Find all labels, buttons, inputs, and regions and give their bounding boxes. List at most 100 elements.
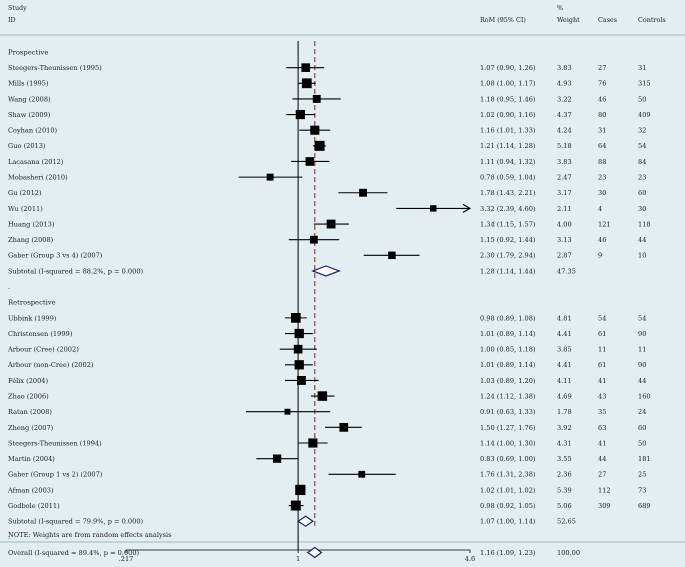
cases-column-label: Cases bbox=[598, 16, 617, 24]
point-estimate-marker bbox=[339, 423, 349, 432]
controls-value: 10 bbox=[638, 252, 646, 260]
x-tick-label: .217 bbox=[119, 555, 134, 563]
controls-value: 84 bbox=[638, 158, 646, 166]
controls-value: 11 bbox=[638, 346, 646, 354]
point-estimate-marker bbox=[326, 219, 336, 229]
ci-value: 0.83 (0.69, 1.00) bbox=[480, 455, 536, 463]
weights-note: NOTE: Weights are from random effects an… bbox=[8, 531, 172, 539]
point-estimate-marker bbox=[309, 235, 318, 244]
ci-value: 1.21 (1.14, 1.28) bbox=[480, 142, 536, 150]
point-estimate-marker bbox=[293, 344, 303, 354]
point-estimate-marker bbox=[317, 391, 328, 401]
controls-column-label: Controls bbox=[638, 16, 666, 24]
weight-value: 3.17 bbox=[557, 189, 572, 197]
x-tick-label: 1 bbox=[296, 555, 300, 563]
controls-value: 50 bbox=[638, 95, 646, 103]
group-label: Retrospective bbox=[8, 299, 56, 307]
ci-arrow bbox=[462, 203, 472, 213]
cases-value: 27 bbox=[598, 471, 606, 479]
ci-value: 1.16 (1.09, 1.23) bbox=[480, 549, 536, 557]
forest-row-study: Arbour (non-Cree) (2002) 1.01 (0.89, 1.14… bbox=[7, 360, 646, 370]
weight-value: 47.35 bbox=[557, 267, 576, 275]
controls-value: 409 bbox=[638, 111, 651, 119]
controls-value: 24 bbox=[638, 408, 646, 416]
weight-value: 3.13 bbox=[557, 236, 572, 244]
controls-value: 25 bbox=[638, 471, 646, 479]
weight-value: 52.65 bbox=[557, 518, 576, 526]
ci-value: 1.07 (0.90, 1.26) bbox=[480, 64, 536, 72]
weight-value: 2.87 bbox=[557, 252, 572, 260]
cases-value: 46 bbox=[598, 236, 606, 244]
weight-column-label-top: % bbox=[557, 4, 563, 12]
weight-value: 100.00 bbox=[557, 549, 580, 557]
weight-value: 3.55 bbox=[557, 455, 572, 463]
weight-value: 2.36 bbox=[557, 471, 572, 479]
controls-value: 44 bbox=[638, 236, 646, 244]
cases-value: 54 bbox=[598, 314, 606, 322]
weight-value: 4.41 bbox=[557, 361, 572, 369]
ci-value: 1.78 (1.43, 2.21) bbox=[480, 189, 536, 197]
weight-value: 3.22 bbox=[557, 95, 572, 103]
controls-value: 23 bbox=[638, 174, 646, 182]
controls-value: 44 bbox=[638, 377, 646, 385]
weight-value: 5.18 bbox=[557, 142, 572, 150]
study-label: Lacasana (2012) bbox=[8, 158, 64, 166]
ci-value: 1.14 (1.00, 1.30) bbox=[480, 439, 536, 447]
point-estimate-marker bbox=[308, 438, 318, 448]
cases-value: 309 bbox=[598, 502, 611, 510]
cases-value: 63 bbox=[598, 424, 606, 432]
ci-value: 2.30 (1.79, 2.94) bbox=[480, 252, 536, 260]
ci-value: 1.50 (1.27, 1.76) bbox=[480, 424, 536, 432]
study-label: Christensen (1999) bbox=[8, 330, 73, 338]
weight-value: 4.37 bbox=[557, 111, 572, 119]
study-label: Huang (2013) bbox=[8, 220, 55, 228]
weight-column-label: Weight bbox=[557, 16, 580, 24]
weight-value: 4.11 bbox=[557, 377, 572, 385]
forest-row-subtotal: Subtotal (I-squared = 88.2%, p = 0.000)1… bbox=[8, 265, 576, 277]
cases-value: 121 bbox=[598, 220, 611, 228]
point-estimate-marker bbox=[305, 157, 315, 166]
controls-value: 90 bbox=[638, 361, 646, 369]
weight-value: 4.69 bbox=[557, 392, 572, 400]
ci-value: 0.98 (0.89, 1.08) bbox=[480, 314, 536, 322]
ci-value: 1.01 (0.89, 1.14) bbox=[480, 361, 536, 369]
ci-value: 1.18 (0.95, 1.46) bbox=[480, 95, 536, 103]
point-estimate-marker bbox=[388, 251, 396, 260]
point-estimate-marker bbox=[294, 328, 304, 339]
weight-value: 4.41 bbox=[557, 330, 572, 338]
point-estimate-marker bbox=[301, 78, 312, 89]
controls-value: 73 bbox=[638, 486, 646, 494]
weight-value: 3.85 bbox=[557, 346, 572, 354]
forest-row-subtotal: Subtotal (I-squared = 79.9%, p = 0.000)1… bbox=[8, 515, 576, 527]
study-label: Subtotal (I-squared = 79.9%, p = 0.000) bbox=[8, 518, 144, 526]
controls-value: 54 bbox=[638, 314, 646, 322]
cases-value: 80 bbox=[598, 111, 606, 119]
study-label: Gu (2012) bbox=[8, 189, 42, 197]
group-label: Prospective bbox=[8, 48, 48, 56]
forest-row-study: Steegers-Theunissen (1994)1.14 (1.00, 1.… bbox=[8, 438, 646, 448]
study-label: Gaber (Group 1 vs 2) (2007) bbox=[8, 471, 103, 479]
ci-value: 0.91 (0.63, 1.33) bbox=[480, 408, 536, 416]
study-label: Wang (2008) bbox=[8, 95, 51, 103]
ci-value: 3.32 (2.39, 4.60) bbox=[480, 205, 536, 213]
controls-value: 118 bbox=[638, 220, 651, 228]
study-label: Subtotal (I-squared = 88.2%, p = 0.000) bbox=[8, 267, 144, 275]
ci-value: 1.24 (1.12, 1.38) bbox=[480, 392, 536, 400]
study-label: Arbour (Cree) (2002) bbox=[7, 346, 79, 354]
forest-row-study: Steegers-Theunissen (1995)1.07 (0.90, 1.… bbox=[8, 63, 646, 72]
study-label: Arbour (non-Cree) (2002) bbox=[7, 361, 94, 369]
forest-row-study: Gaber (Group 1 vs 2) (2007)1.76 (1.31, 2… bbox=[8, 471, 646, 479]
weight-value: 1.78 bbox=[557, 408, 572, 416]
